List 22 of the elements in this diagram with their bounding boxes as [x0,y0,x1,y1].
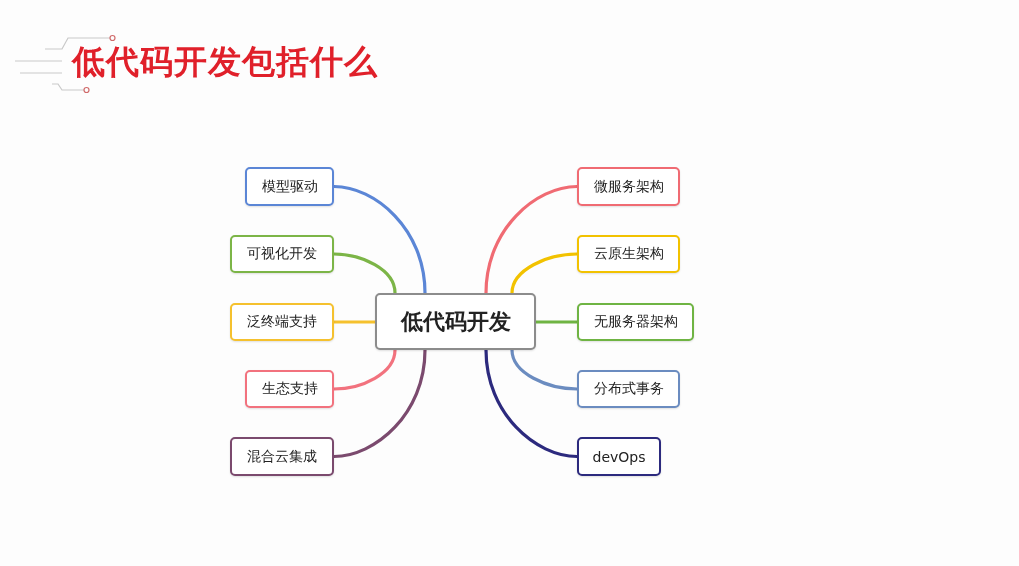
topic-box: devOps [577,437,661,476]
branch-line [333,252,397,294]
branch-line [536,320,577,324]
topic-box: 泛终端支持 [230,303,334,341]
topic-box: 云原生架构 [577,235,680,273]
topic-box: 微服务架构 [577,167,680,206]
topic-box: 可视化开发 [230,235,334,273]
branch-line [333,349,427,459]
branch-line [484,349,578,459]
branch-line [333,349,397,391]
topic-box: 分布式事务 [577,370,680,408]
branch-line [484,184,578,294]
topic-box: 混合云集成 [230,437,334,476]
central-topic-box: 低代码开发 [375,293,536,350]
branch-line [510,349,578,391]
topic-box: 模型驱动 [245,167,334,206]
topic-box: 无服务器架构 [577,303,694,341]
branch-line [333,184,427,294]
branch-line [510,252,578,294]
branch-line [334,320,375,324]
topic-box: 生态支持 [245,370,334,408]
title: 低代码开发包括什么 [72,42,378,82]
